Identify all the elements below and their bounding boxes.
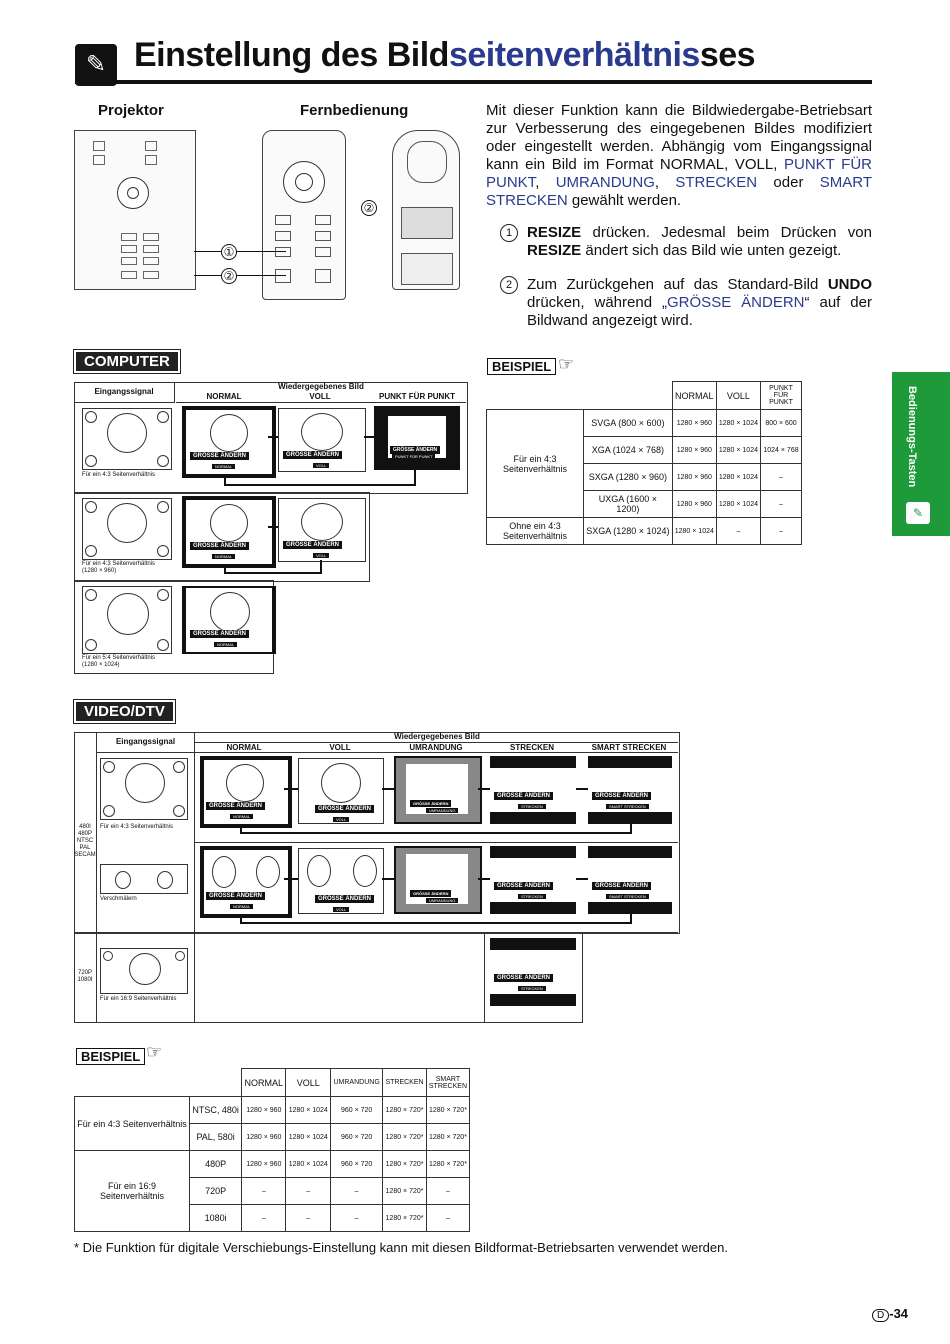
beispiel-label-1: BEISPIEL [487, 358, 557, 375]
video-smart-1: GRÖSSE ÄNDERN SMART STRECKEN [588, 756, 672, 824]
video-smart-2: GRÖSSE ÄNDERN SMART STRECKEN [588, 846, 672, 914]
video-col-smart: SMART STRECKEN [591, 743, 667, 752]
video-strecken-1: GRÖSSE ÄNDERN STRECKEN [490, 756, 576, 824]
video-caption-3: Für ein 16:9 Seitenverhältnis [100, 996, 177, 1002]
title-rule [75, 80, 872, 84]
video-caption-2: Verschmälern [100, 896, 137, 902]
computer-normal-2: GRÖSSE ÄNDERN NORMAL [182, 496, 276, 568]
computer-col-pfp: PUNKT FÜR PUNKT [379, 392, 455, 401]
beispiel-table-2: NORMAL VOLL UMRANDUNG STRECKEN SMART STR… [74, 1068, 471, 1232]
video-strecken-2: GRÖSSE ÄNDERN STRECKEN [490, 846, 576, 914]
video-normal-2: GRÖSSE ÄNDERN NORMAL [200, 846, 292, 918]
video-col-voll: VOLL [329, 743, 351, 752]
callout-1: ① [221, 244, 237, 260]
video-strecken-3: GRÖSSE ÄNDERN STRECKEN [490, 938, 576, 1006]
pointing-hand-icon-2: ☞ [146, 1042, 163, 1062]
computer-voll-2: GRÖSSE ÄNDERN VOLL [278, 498, 366, 562]
video-col-umrandung: UMRANDUNG [409, 743, 463, 752]
remote-label: Fernbedienung [300, 102, 409, 119]
computer-caption-3: Für ein 5:4 Seitenverhältnis (1280 × 102… [82, 655, 156, 668]
video-signals-1: 480I 480P NTSC PAL SECAM [74, 824, 96, 858]
sidebar-tab: Bedienungs-Tasten ✎ [892, 372, 950, 536]
computer-input-3 [82, 586, 172, 654]
computer-col-voll: VOLL [309, 392, 331, 401]
step-1: 1 RESIZE drücken. Jedesmal beim Drücken … [500, 224, 872, 260]
step-2: 2 Zum Zurückgehen auf das Standard-Bild … [500, 276, 872, 330]
video-col-normal: NORMAL [226, 743, 262, 752]
computer-normal-3: GRÖSSE ÄNDERN NORMAL [182, 586, 276, 654]
computer-caption-2: Für ein 4:3 Seitenverhältnis (1280 × 960… [82, 561, 156, 574]
video-heading: VIDEO/DTV [73, 699, 176, 724]
computer-normal-1: GRÖSSE ÄNDERN NORMAL [182, 406, 276, 478]
video-voll-1: GRÖSSE ÄNDERN VOLL [298, 758, 384, 824]
video-input-1 [100, 758, 188, 820]
video-col-strecken: STRECKEN [509, 743, 554, 752]
video-caption-1: Für ein 4:3 Seitenverhältnis [100, 824, 174, 830]
remote-control [262, 130, 346, 300]
video-umrandung-1: GRÖSSE ÄNDERN UMRANDUNG [394, 756, 482, 824]
computer-voll-1: GRÖSSE ÄNDERN VOLL [278, 408, 366, 472]
video-input-header: Eingangssignal [97, 732, 194, 753]
computer-col-normal: NORMAL [206, 392, 242, 401]
video-voll-2: GRÖSSE ÄNDERN VOLL [298, 848, 384, 914]
beispiel-table-1: NORMAL VOLL PUNKT FÜR PUNKT Für ein 4:3 … [486, 381, 802, 545]
video-input-3 [100, 948, 188, 994]
callout-2b: ② [361, 200, 377, 216]
beispiel-label-2: BEISPIEL [76, 1048, 146, 1065]
footnote: * Die Funktion für digitale Verschiebung… [74, 1240, 728, 1255]
computer-input-1 [82, 408, 172, 470]
remote-icon: ✎ [75, 44, 117, 86]
video-input-2 [100, 864, 188, 894]
computer-grid [74, 382, 468, 494]
video-signals-2: 720P 1080I [77, 970, 93, 983]
video-output-header: Wiedergegebenes Bild [394, 732, 480, 741]
computer-input-header: Eingangssignal [74, 382, 175, 403]
callout-2a: ② [221, 268, 237, 284]
remote-icon: ✎ [906, 502, 930, 524]
page-number: D-34 [872, 1306, 908, 1322]
projector-panel [74, 130, 196, 290]
computer-input-2 [82, 498, 172, 560]
video-grid [74, 732, 680, 934]
computer-caption-1: Für ein 4:3 Seitenverhältnis [82, 472, 156, 478]
computer-heading: COMPUTER [73, 349, 181, 374]
page-title: Einstellung des Bildseitenverhältnisses [134, 36, 756, 74]
projector-label: Projektor [98, 102, 164, 119]
computer-output-header: Wiedergegebenes Bild [278, 382, 364, 391]
pointing-hand-icon: ☞ [558, 354, 575, 374]
remote-side [392, 130, 460, 290]
computer-pfp-1: GRÖSSE ÄNDERN PUNKT FÜR PUNKT [374, 406, 460, 470]
video-umrandung-2: GRÖSSE ÄNDERN UMRANDUNG [394, 846, 482, 914]
intro-text: Mit dieser Funktion kann die Bildwiederg… [486, 102, 873, 209]
video-normal-1: GRÖSSE ÄNDERN NORMAL [200, 756, 292, 828]
